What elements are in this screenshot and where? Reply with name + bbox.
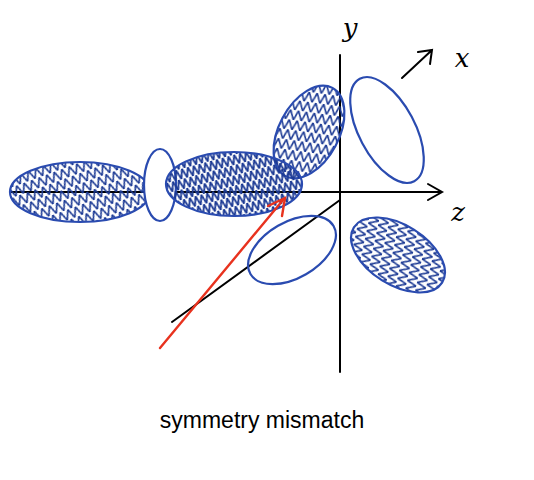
axis-label: z	[451, 199, 465, 225]
z-arrowhead	[428, 184, 442, 200]
d-lobe	[335, 66, 439, 195]
pointer-arrow	[160, 200, 283, 348]
p-lobe-shaded	[10, 162, 150, 222]
pointer-arrowhead	[268, 198, 285, 216]
callout-note: symmetry mismatch	[160, 409, 364, 432]
axis-label: x	[455, 45, 470, 71]
axis-label: y	[343, 15, 358, 41]
d-lobe-shaded	[338, 202, 458, 308]
p-lobe-shaded	[166, 152, 302, 216]
d-lobe	[236, 202, 347, 298]
x-arrow	[402, 50, 432, 78]
